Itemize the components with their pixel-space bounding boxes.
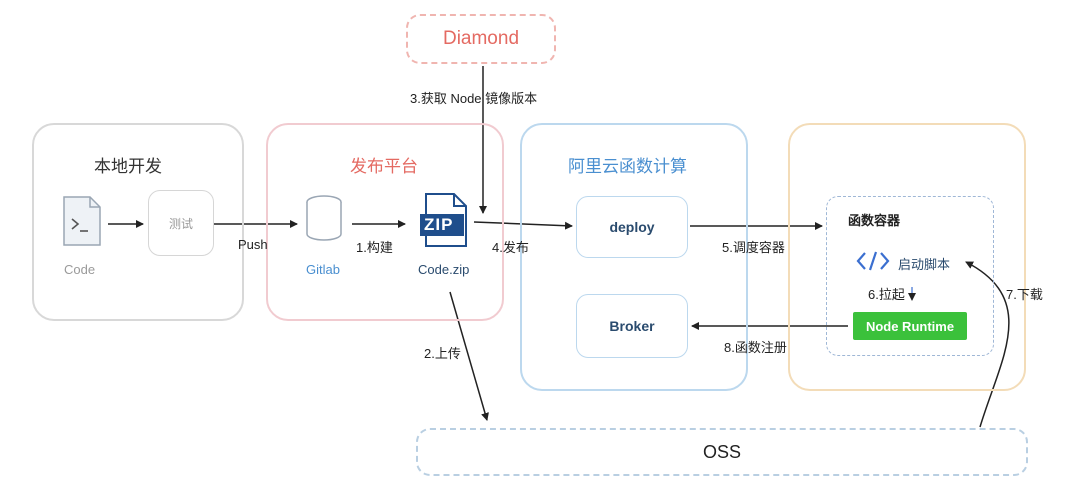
edge-label-schedule: 5.调度容器 bbox=[722, 240, 785, 255]
code-label: Code bbox=[64, 262, 96, 277]
database-icon bbox=[304, 194, 344, 242]
edge-label-upload: 2.上传 bbox=[424, 346, 461, 361]
function-container-title: 函数容器 bbox=[848, 213, 901, 228]
edge-label-download: 7.下载 bbox=[1006, 287, 1043, 302]
code-tag-icon bbox=[856, 250, 890, 272]
edge-label-push: Push bbox=[238, 237, 268, 252]
panel-local-dev bbox=[32, 123, 244, 321]
oss-box: OSS bbox=[416, 428, 1028, 476]
deploy-box: deploy bbox=[576, 196, 688, 258]
edge-label-pull-up: 6.拉起 bbox=[868, 287, 905, 302]
deploy-label: deploy bbox=[609, 219, 655, 235]
node-runtime-box: Node Runtime bbox=[853, 312, 967, 340]
node-runtime-label: Node Runtime bbox=[865, 318, 955, 334]
diamond-label: Diamond bbox=[442, 28, 520, 49]
gitlab-label: Gitlab bbox=[306, 262, 340, 277]
startup-script-label: 启动脚本 bbox=[898, 257, 951, 272]
arrow-upload bbox=[449, 291, 489, 421]
edge-label-register: 8.函数注册 bbox=[724, 340, 787, 355]
arrow-publish bbox=[473, 221, 573, 230]
zip-file-icon: ZIP bbox=[420, 192, 470, 248]
edge-label-get-version: 3.获取 Node 镜像版本 bbox=[410, 91, 538, 106]
panel-title-publish: 发布平台 bbox=[350, 157, 418, 176]
broker-label: Broker bbox=[609, 318, 655, 334]
panel-title-local: 本地开发 bbox=[94, 157, 162, 176]
codezip-label: Code.zip bbox=[418, 262, 470, 277]
diamond-box: Diamond bbox=[406, 14, 556, 64]
panel-aliyun-fc bbox=[520, 123, 748, 391]
panel-title-aliyun: 阿里云函数计算 bbox=[568, 157, 687, 176]
terminal-file-icon bbox=[62, 195, 102, 247]
oss-label: OSS bbox=[702, 441, 741, 462]
broker-box: Broker bbox=[576, 294, 688, 358]
panel-publish-platform bbox=[266, 123, 504, 321]
zip-text: ZIP bbox=[424, 215, 454, 234]
test-label: 测试 bbox=[168, 216, 193, 231]
panel-function-container-outer bbox=[788, 123, 1026, 391]
edge-label-publish: 4.发布 bbox=[492, 240, 529, 255]
arrow-download bbox=[965, 261, 1010, 428]
edge-label-build: 1.构建 bbox=[356, 240, 393, 255]
function-container-box bbox=[826, 196, 994, 356]
test-box: 测试 bbox=[148, 190, 214, 256]
